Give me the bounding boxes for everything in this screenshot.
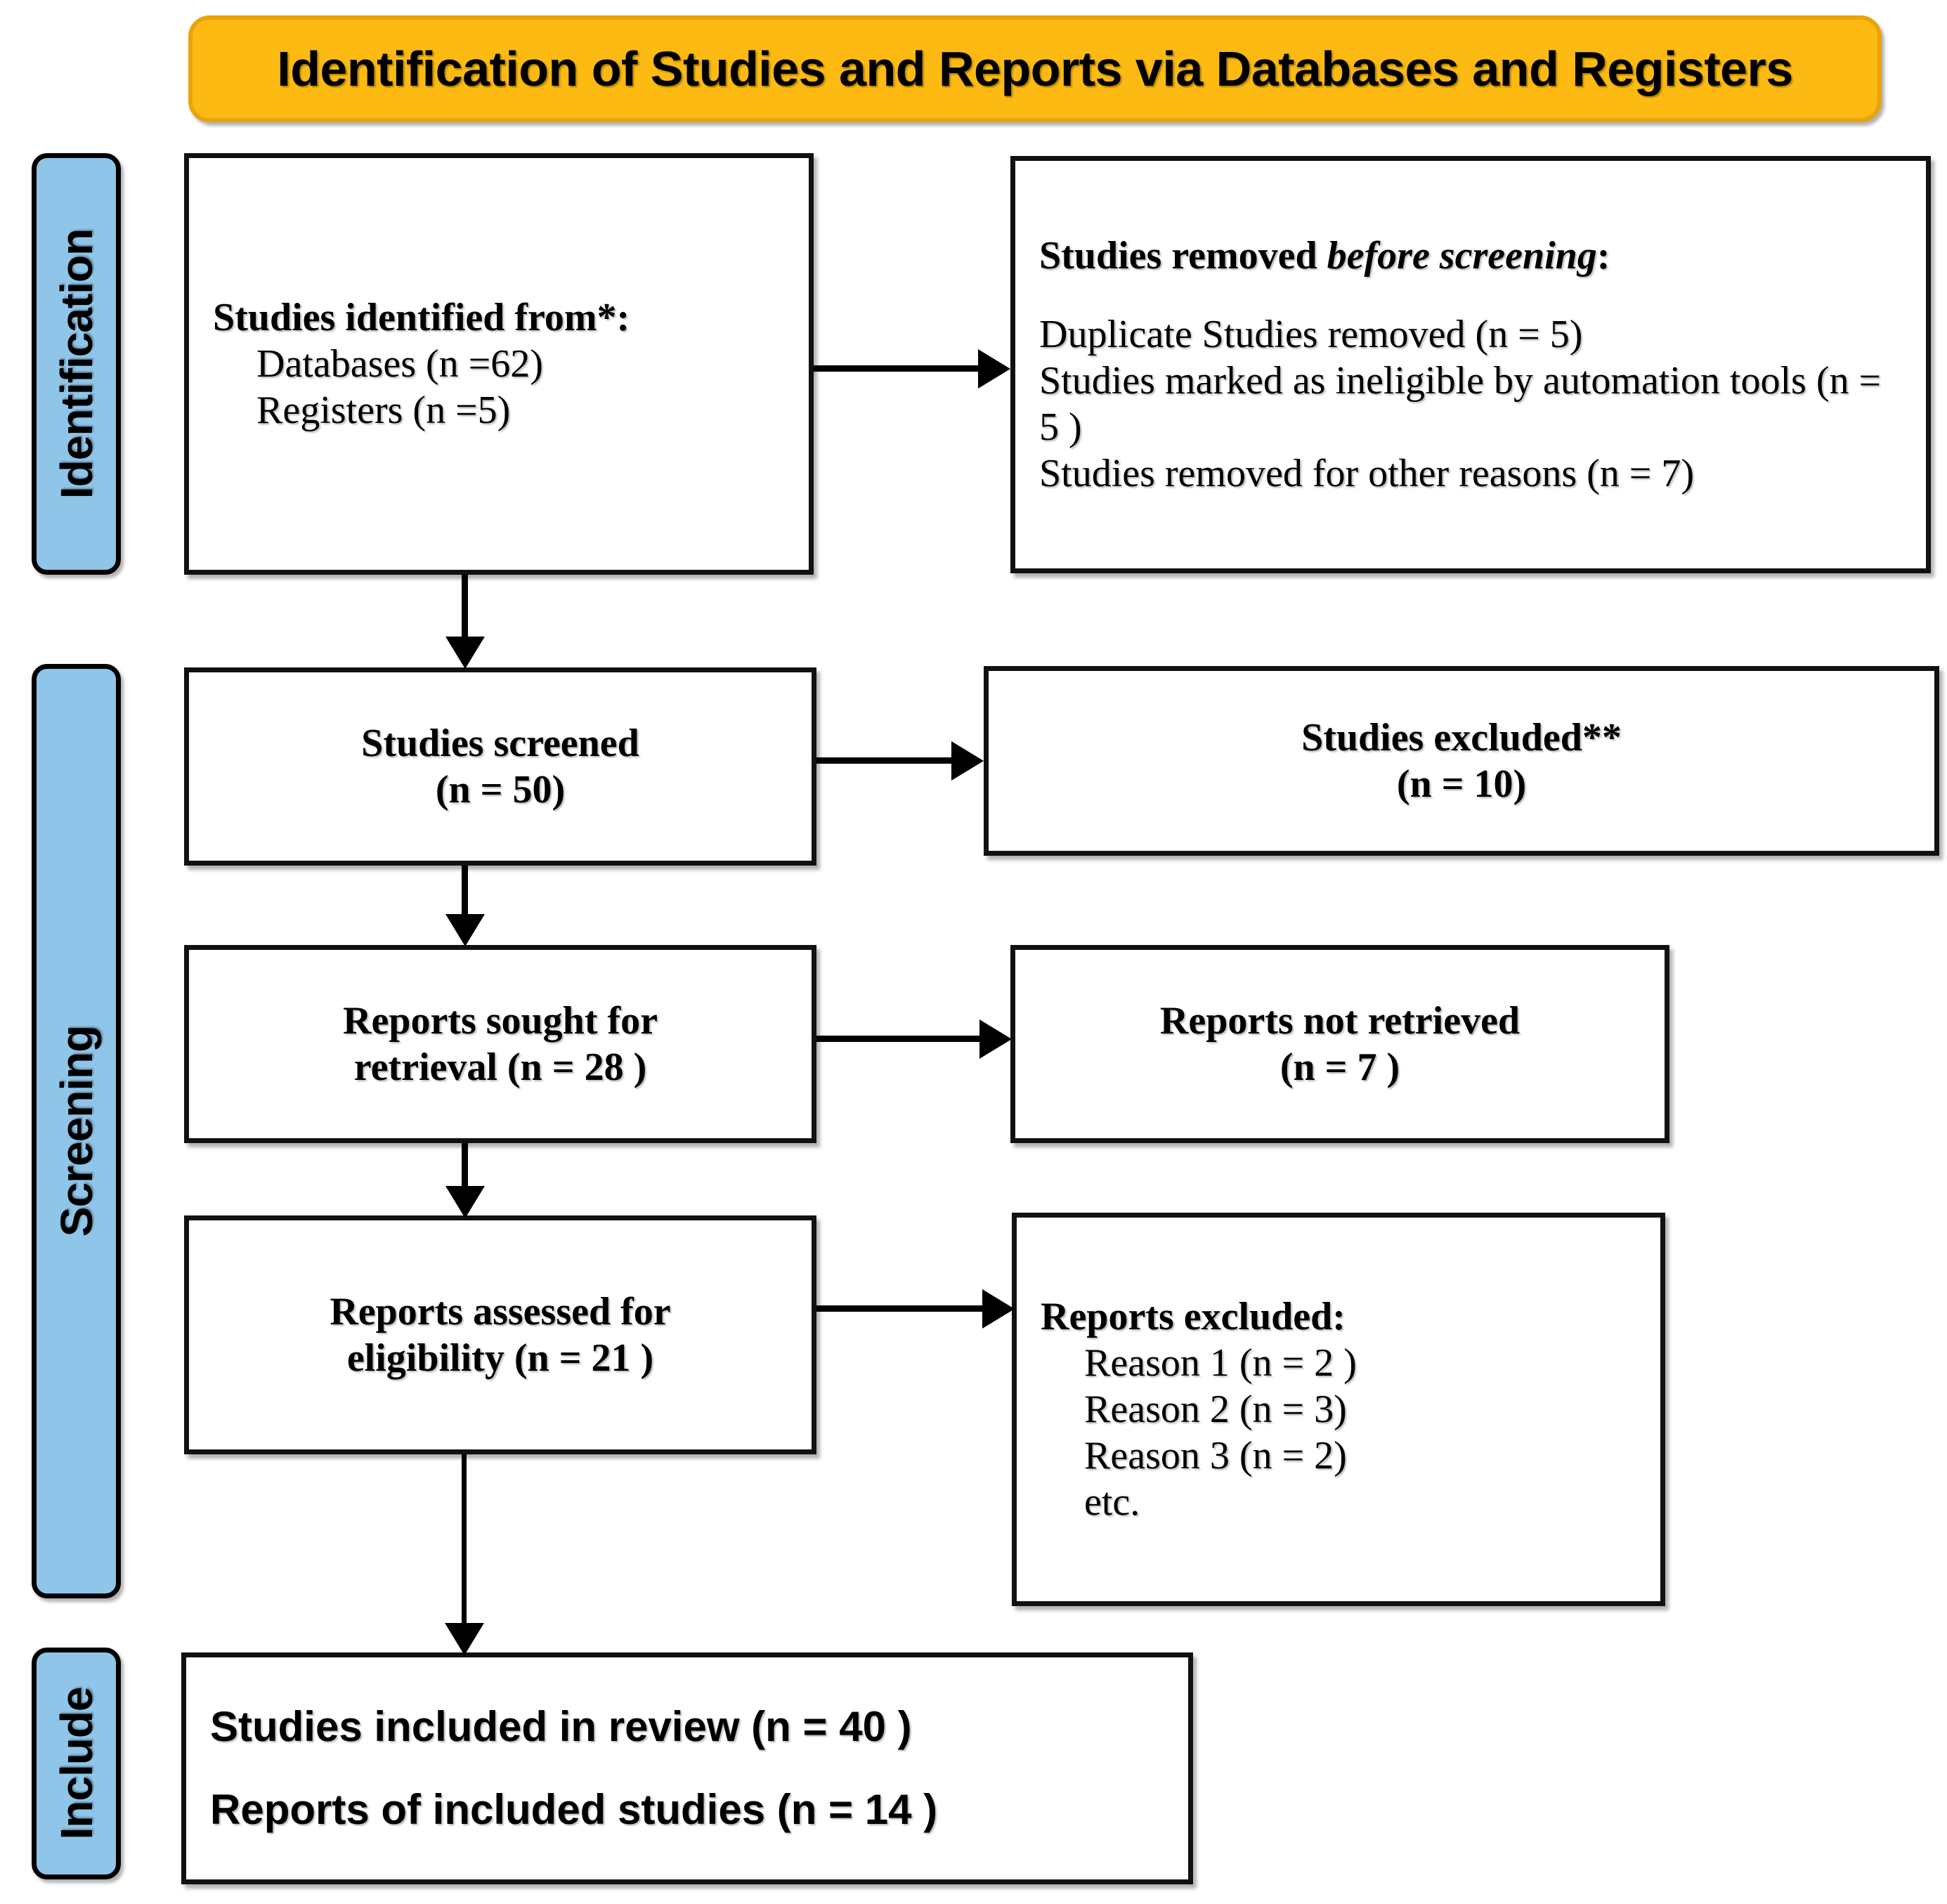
box-studies-excluded: Studies excluded** (n = 10) bbox=[984, 666, 1939, 856]
arrow-head-icon bbox=[445, 637, 485, 669]
studies-identified-registers: Registers (n =5) bbox=[256, 389, 511, 433]
studies-removed-heading-tail: : bbox=[1596, 233, 1610, 278]
box-studies-identified: Studies identified from*: Databases (n =… bbox=[184, 153, 814, 575]
studies-screened-label: Studies screened bbox=[361, 721, 639, 765]
box-reports-assessed-for-eligibility: Reports assessed for eligibility (n = 21… bbox=[184, 1215, 816, 1454]
arrow-line bbox=[816, 757, 953, 764]
spacer bbox=[210, 1752, 1164, 1785]
studies-removed-heading-emphasis: before screening bbox=[1327, 233, 1597, 278]
studies-removed-automation: Studies marked as ineligible by automati… bbox=[1039, 358, 1882, 450]
studies-identified-databases: Databases (n =62) bbox=[256, 341, 543, 386]
studies-excluded-count: (n = 10) bbox=[1396, 762, 1527, 806]
arrow-line bbox=[462, 1143, 468, 1187]
box-studies-removed-before-screening: Studies removed before screening: Duplic… bbox=[1010, 156, 1931, 573]
arrow-line bbox=[462, 866, 468, 915]
arrow-line bbox=[816, 1036, 981, 1042]
stage-tab-include-label: Include bbox=[51, 1687, 102, 1840]
box-studies-included: Studies included in review (n = 40 ) Rep… bbox=[181, 1652, 1193, 1884]
reports-excluded-reason-1: Reason 1 (n = 2 ) bbox=[1084, 1341, 1357, 1385]
arrow-line bbox=[462, 1454, 467, 1624]
reports-assessed-count: eligibility (n = 21 ) bbox=[346, 1336, 654, 1380]
reports-sought-label: Reports sought for bbox=[343, 998, 658, 1043]
studies-identified-heading: Studies identified from*: bbox=[213, 295, 630, 339]
box-reports-not-retrieved: Reports not retrieved (n = 7 ) bbox=[1010, 945, 1669, 1143]
reports-excluded-reason-3: Reason 3 (n = 2) bbox=[1084, 1434, 1347, 1478]
arrow-head-icon bbox=[979, 1019, 1012, 1059]
arrow-head-icon bbox=[445, 914, 485, 946]
arrow-line bbox=[462, 575, 468, 638]
arrow-head-icon bbox=[978, 349, 1010, 389]
stage-tab-screening-label: Screening bbox=[51, 1025, 102, 1237]
reports-assessed-label: Reports assessed for bbox=[330, 1289, 671, 1334]
box-reports-excluded: Reports excluded: Reason 1 (n = 2 ) Reas… bbox=[1012, 1213, 1665, 1606]
arrow-head-icon bbox=[445, 1186, 485, 1218]
studies-removed-duplicates: Duplicate Studies removed (n = 5) bbox=[1039, 312, 1583, 356]
stage-tab-identification: Identification bbox=[32, 153, 121, 575]
reports-excluded-etc: etc. bbox=[1084, 1480, 1140, 1525]
studies-included-in-review: Studies included in review (n = 40 ) bbox=[210, 1703, 912, 1750]
reports-excluded-heading: Reports excluded: bbox=[1041, 1294, 1346, 1338]
reports-of-included-studies: Reports of included studies (n = 14 ) bbox=[210, 1786, 938, 1833]
reports-sought-count: retrieval (n = 28 ) bbox=[353, 1045, 647, 1089]
studies-excluded-label: Studies excluded** bbox=[1301, 715, 1622, 759]
diagram-title-banner: Identification of Studies and Reports vi… bbox=[188, 15, 1882, 122]
stage-tab-screening: Screening bbox=[32, 664, 121, 1598]
studies-removed-other: Studies removed for other reasons (n = 7… bbox=[1039, 452, 1695, 496]
arrow-head-icon bbox=[951, 741, 984, 781]
studies-screened-count: (n = 50) bbox=[435, 768, 566, 811]
stage-tab-include: Include bbox=[32, 1648, 121, 1879]
stage-tab-identification-label: Identification bbox=[51, 228, 102, 500]
reports-not-retrieved-label: Reports not retrieved bbox=[1159, 998, 1521, 1043]
arrow-head-icon bbox=[445, 1623, 484, 1655]
studies-removed-heading-lead: Studies removed bbox=[1039, 233, 1327, 278]
diagram-title-text: Identification of Studies and Reports vi… bbox=[277, 41, 1793, 96]
studies-removed-heading: Studies removed before screening: bbox=[1039, 233, 1902, 279]
arrow-line bbox=[814, 365, 979, 372]
arrow-head-icon bbox=[982, 1289, 1015, 1329]
reports-not-retrieved-count: (n = 7 ) bbox=[1279, 1045, 1400, 1089]
arrow-line bbox=[816, 1305, 984, 1312]
reports-excluded-reason-2: Reason 2 (n = 3) bbox=[1084, 1387, 1347, 1431]
box-reports-sought-for-retrieval: Reports sought for retrieval (n = 28 ) bbox=[184, 945, 816, 1143]
spacer bbox=[1039, 279, 1902, 311]
box-studies-screened: Studies screened (n = 50) bbox=[184, 667, 816, 866]
